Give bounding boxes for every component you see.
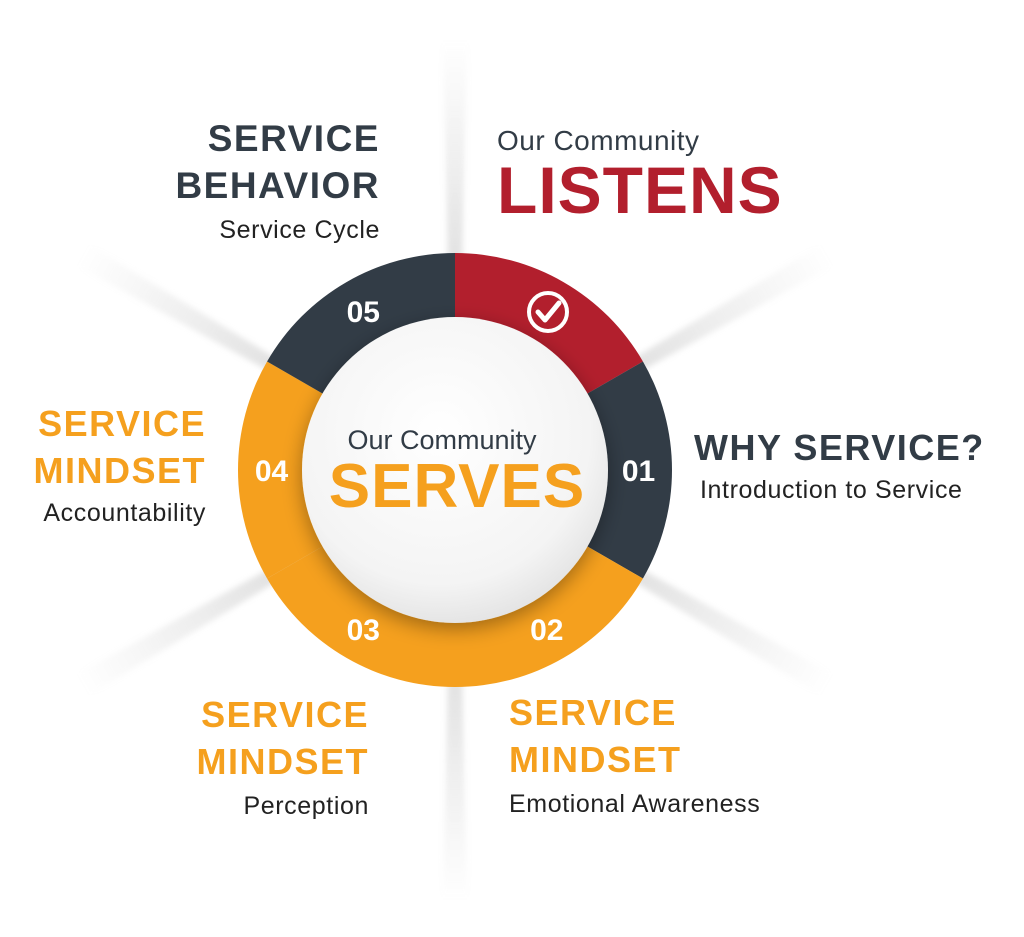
checkmark-circle-icon bbox=[527, 291, 569, 333]
ring-number-labels: 01 02 03 04 05 bbox=[255, 296, 655, 647]
ring-segment-03 bbox=[267, 545, 455, 687]
stage-05-title-line-2: BEHAVIOR bbox=[175, 165, 380, 206]
stage-04-title-line-2: MINDSET bbox=[33, 450, 206, 491]
stage-02-title-line-2: MINDSET bbox=[509, 739, 682, 780]
stage-02-subtitle: Emotional Awareness bbox=[509, 790, 761, 818]
stage-03-subtitle: Perception bbox=[243, 792, 369, 820]
stage-01-title: WHY SERVICE? bbox=[694, 427, 985, 468]
center-disc bbox=[302, 317, 608, 623]
ring-segment-01 bbox=[584, 361, 672, 579]
stage-01-subtitle: Introduction to Service bbox=[700, 476, 963, 504]
stage-03-title-line-2: MINDSET bbox=[196, 741, 369, 782]
stage-05-block: SERVICE BEHAVIOR Service Cycle bbox=[175, 120, 380, 243]
cycle-ring bbox=[237, 253, 672, 687]
stage-04-subtitle: Accountability bbox=[43, 499, 206, 527]
listens-title-text: LISTENS bbox=[497, 153, 783, 227]
stage-02-block: SERVICE MINDSET Emotional Awareness bbox=[509, 695, 760, 817]
ring-label-04: 04 bbox=[255, 455, 289, 488]
ring-segment-check bbox=[455, 253, 643, 395]
listens-intro-text: Our Community bbox=[497, 125, 700, 156]
center-title-text: SERVES bbox=[329, 452, 585, 521]
listens-block: Our Community LISTENS bbox=[497, 125, 783, 227]
ring-segment-05 bbox=[267, 253, 455, 395]
ring-segment-02 bbox=[455, 545, 643, 687]
stage-03-title-line-1: SERVICE bbox=[201, 694, 369, 735]
center-intro-text: Our Community bbox=[347, 425, 537, 455]
stage-02-title-line-1: SERVICE bbox=[509, 692, 677, 733]
ring-label-01: 01 bbox=[622, 455, 655, 488]
stage-01-block: WHY SERVICE? Introduction to Service bbox=[694, 430, 985, 503]
stage-04-block: SERVICE MINDSET Accountability bbox=[34, 406, 207, 526]
stage-05-title-line-1: SERVICE bbox=[207, 118, 380, 159]
stage-03-block: SERVICE MINDSET Perception bbox=[197, 697, 370, 819]
ring-label-02: 02 bbox=[530, 614, 563, 647]
stage-04-title-line-1: SERVICE bbox=[38, 403, 206, 444]
ring-label-05: 05 bbox=[347, 296, 380, 329]
ring-label-03: 03 bbox=[347, 614, 380, 647]
stage-05-subtitle: Service Cycle bbox=[219, 216, 380, 244]
ring-segment-04 bbox=[237, 361, 326, 579]
